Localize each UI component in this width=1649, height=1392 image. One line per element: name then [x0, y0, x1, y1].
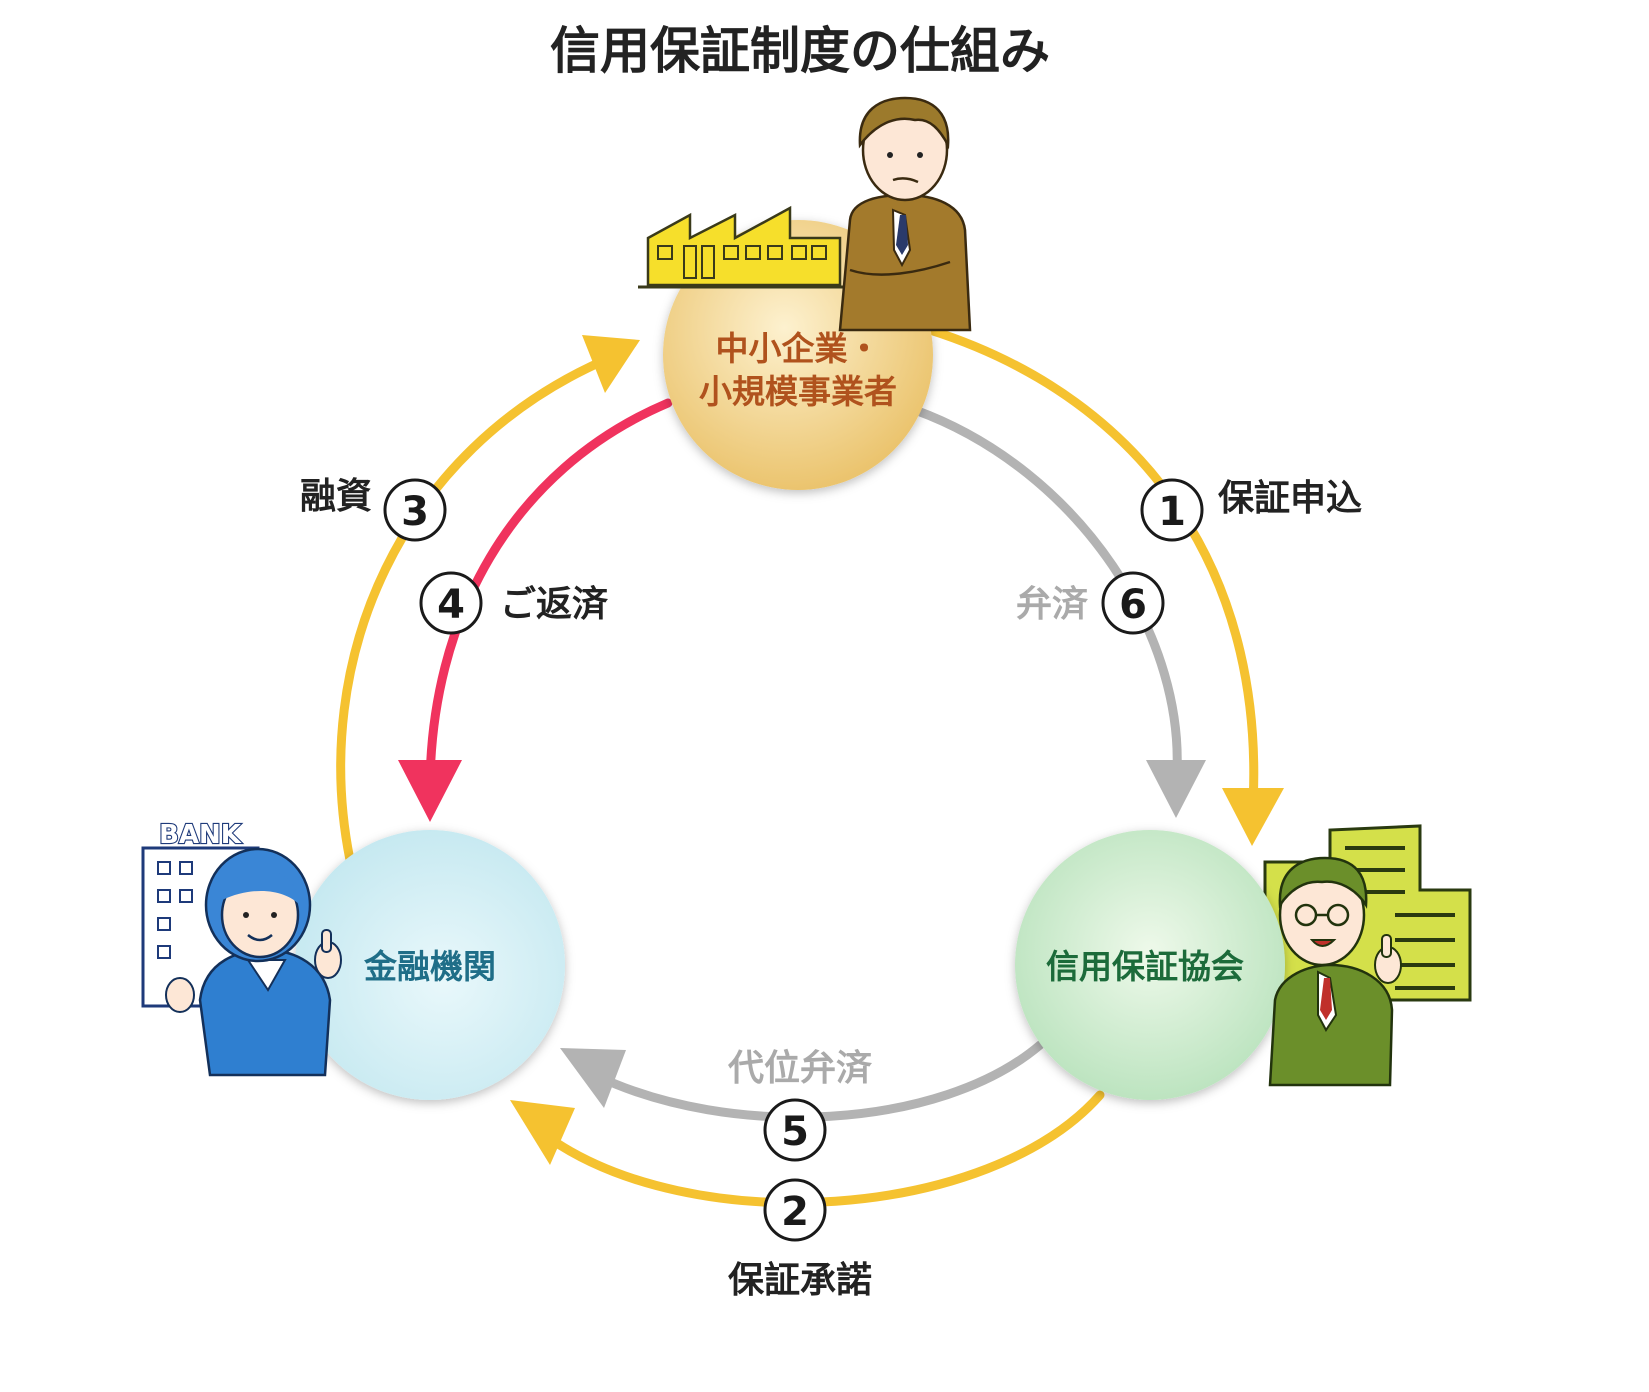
step-1-label: 保証申込 [1218, 478, 1362, 519]
step-5-number: 5 [781, 1109, 809, 1155]
arrow-guarantee-approval [510, 1090, 1105, 1208]
step-5-label: 代位弁済 [727, 1048, 872, 1089]
company-label-line1: 中小企業・ [716, 329, 881, 368]
step-2-number: 2 [781, 1189, 809, 1235]
factory-icon [638, 205, 850, 289]
step-4-number: 4 [437, 582, 465, 628]
step-4-label: ご返済 [500, 584, 608, 625]
step-3-label: 融資 [300, 476, 372, 517]
step-6: 6 弁済 [1016, 571, 1165, 635]
bank-label: 金融機関 [363, 947, 496, 986]
step-5: 代位弁済 5 [727, 1048, 872, 1162]
arrow-loan-repayment [398, 398, 673, 822]
step-2-label: 保証承諾 [728, 1260, 872, 1301]
arrow-subrogation [560, 1040, 1045, 1122]
arrow-repayment-to-association [910, 405, 1206, 818]
bank-clerk-icon [165, 847, 342, 1077]
node-company: 中小企業・ 小規模事業者 [638, 96, 972, 490]
step-3-number: 3 [401, 489, 429, 535]
bank-sign: BANK [159, 820, 242, 850]
step-2: 2 保証承諾 [728, 1178, 872, 1301]
node-association: 信用保証協会 [1015, 824, 1472, 1100]
step-3-badge [383, 478, 447, 542]
step-4-badge [419, 571, 483, 635]
step-6-badge [1101, 571, 1165, 635]
association-staff-icon [1268, 856, 1402, 1087]
step-5-badge [763, 1098, 827, 1162]
step-1-badge [1140, 478, 1204, 542]
businessman-icon [838, 96, 972, 332]
company-label-line2: 小規模事業者 [699, 372, 897, 411]
association-circle [1015, 830, 1285, 1100]
node-bank: BANK 金融機関 [141, 819, 565, 1100]
step-6-number: 6 [1119, 582, 1147, 628]
step-1: 1 保証申込 [1140, 478, 1362, 542]
page-title: 信用保証制度の仕組み [550, 22, 1050, 80]
step-4: 4 ご返済 [419, 571, 608, 635]
association-label: 信用保証協会 [1046, 947, 1244, 986]
step-2-badge [763, 1178, 827, 1242]
bank-circle [295, 830, 565, 1100]
arrow-financing [336, 335, 640, 865]
step-3: 3 融資 [300, 476, 447, 542]
step-6-label: 弁済 [1016, 584, 1088, 625]
step-1-number: 1 [1158, 489, 1186, 535]
